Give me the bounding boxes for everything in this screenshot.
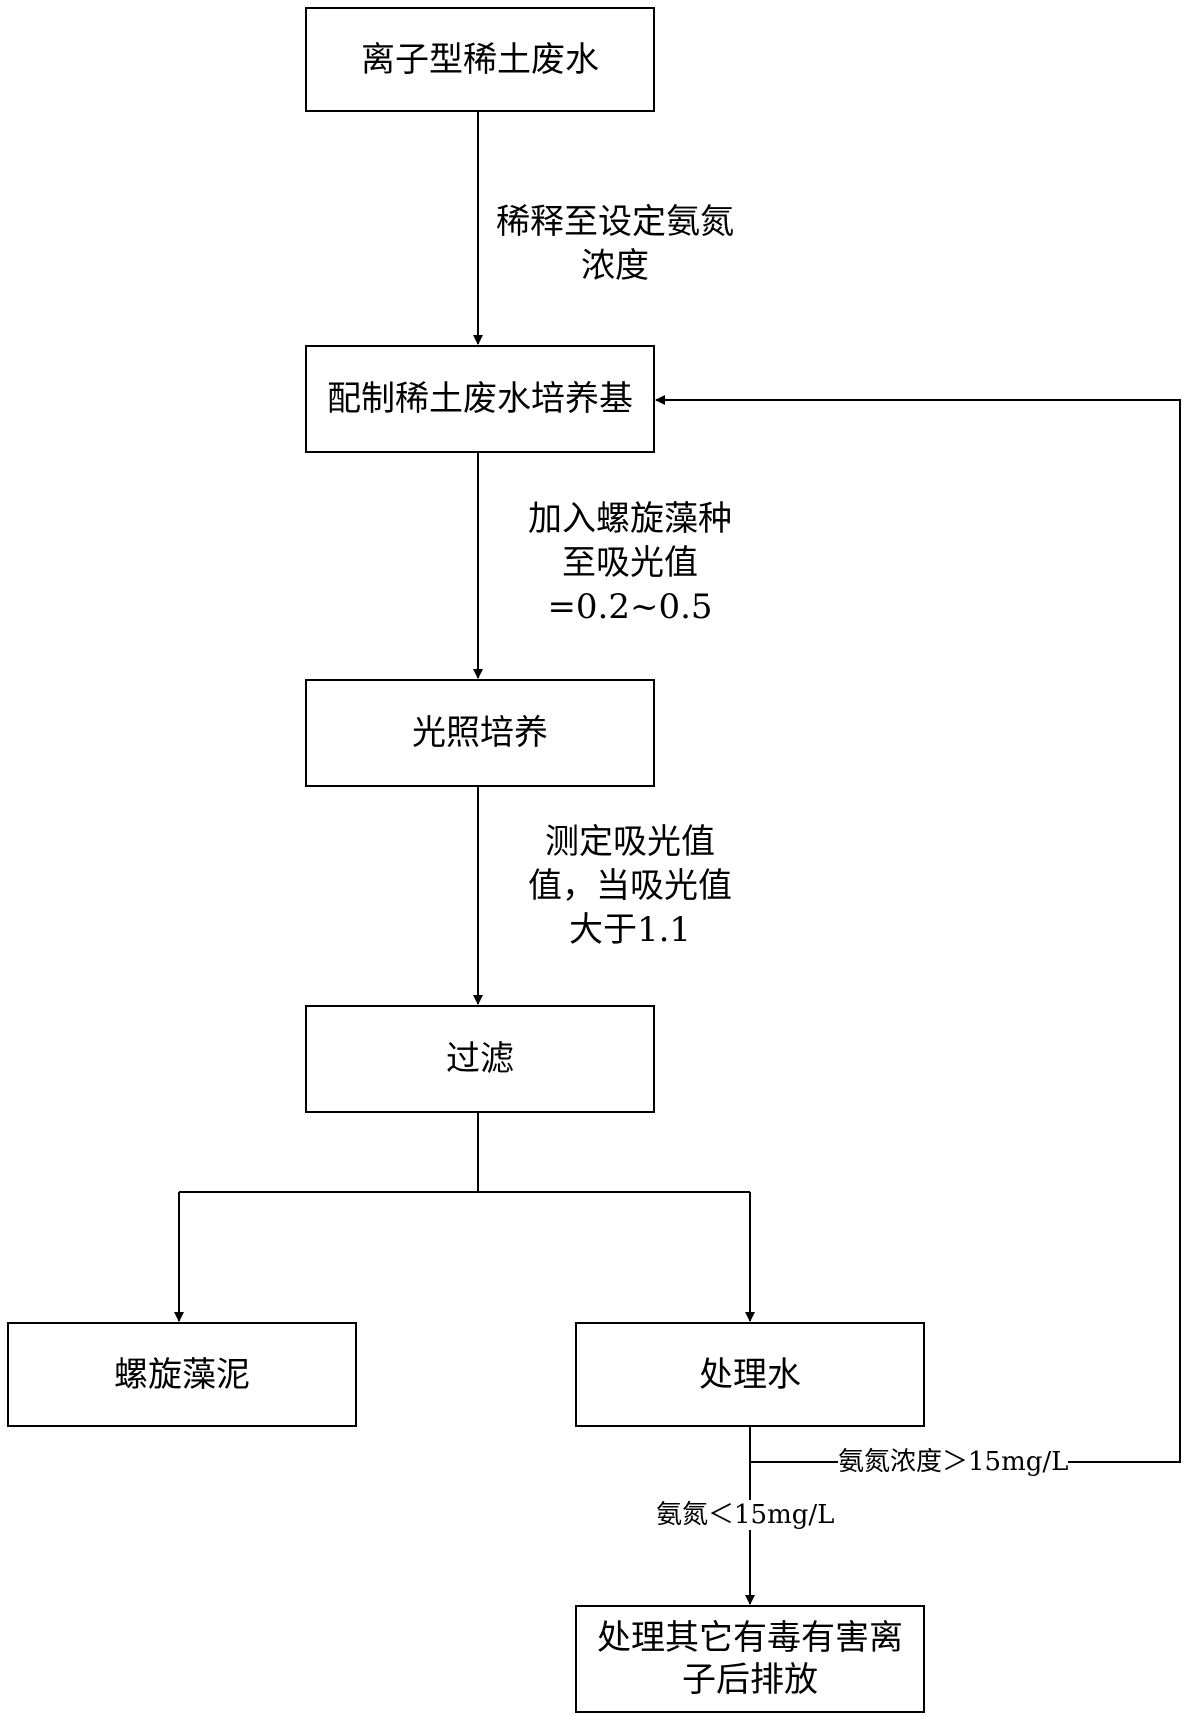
edge-label-pass: 氨氮＜15mg/L [656, 1500, 835, 1530]
edge-label-add-algae: 加入螺旋藻种 至吸光值 =0.2~0.5 [490, 497, 770, 629]
treated-water-box: 处理水 [575, 1322, 925, 1427]
measure-line-2: 值，当吸光值 [528, 866, 732, 906]
add-algae-line-1: 加入螺旋藻种 [528, 499, 732, 539]
edge-label-measure: 测定吸光值 值，当吸光值 大于1.1 [490, 820, 770, 952]
discharge-label: 处理其它有毒有害离子后排放 [597, 1618, 903, 1700]
add-algae-line-3: =0.2~0.5 [547, 587, 713, 627]
light-culture-box: 光照培养 [305, 679, 655, 787]
prepare-medium-label: 配制稀土废水培养基 [327, 379, 633, 419]
prepare-medium-box: 配制稀土废水培养基 [305, 345, 655, 453]
wastewater-box: 离子型稀土废水 [305, 7, 655, 112]
treated-water-label: 处理水 [699, 1354, 801, 1395]
filter-box: 过滤 [305, 1005, 655, 1113]
edge-label-dilute: 稀释至设定氨氮浓度 [490, 200, 740, 288]
algae-mud-box: 螺旋藻泥 [7, 1322, 357, 1427]
measure-line-1: 测定吸光值 [545, 822, 715, 862]
wastewater-label: 离子型稀土废水 [361, 39, 599, 80]
measure-line-3: 大于1.1 [568, 910, 692, 950]
light-culture-label: 光照培养 [412, 713, 548, 753]
edge-label-recycle: 氨氮浓度＞15mg/L [838, 1447, 1069, 1477]
filter-label: 过滤 [446, 1039, 514, 1079]
add-algae-line-2: 至吸光值 [562, 543, 698, 583]
discharge-box: 处理其它有毒有害离子后排放 [575, 1605, 925, 1713]
algae-mud-label: 螺旋藻泥 [114, 1354, 250, 1395]
dilute-text: 稀释至设定氨氮浓度 [496, 202, 734, 286]
